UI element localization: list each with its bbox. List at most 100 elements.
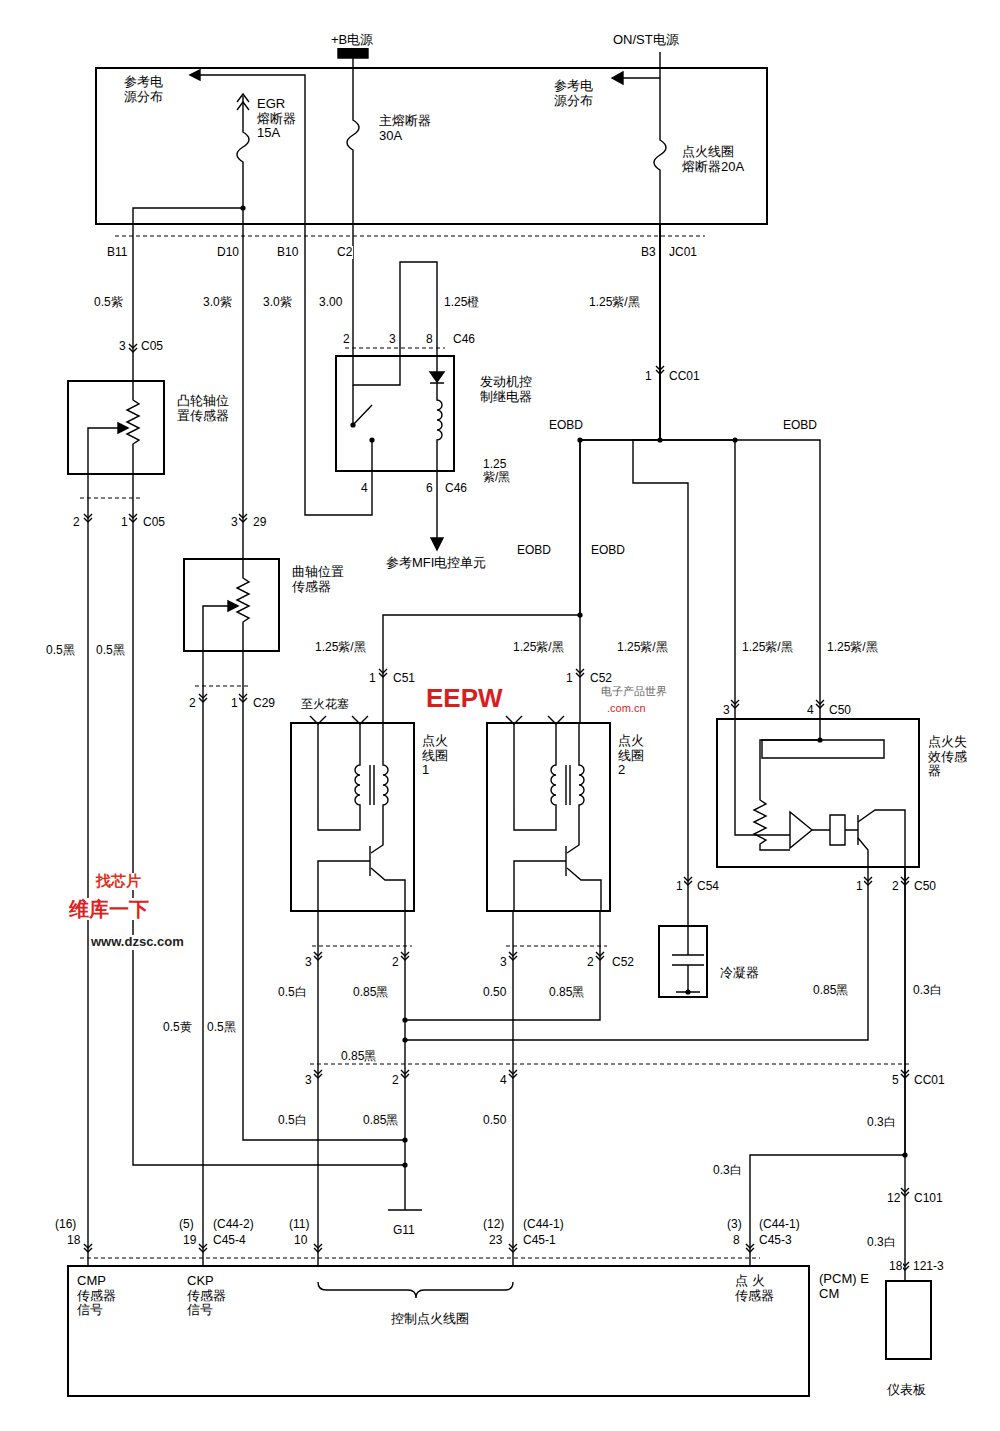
wire-spec: 1.25紫/黑: [826, 641, 879, 654]
label-holder: 8: [425, 329, 434, 347]
pin-label: 0.5白: [277, 1114, 308, 1127]
label-holder: 3: [304, 1070, 313, 1088]
text-holder: 点火线圈熔断器20A: [682, 145, 746, 175]
pin-label: CC01: [668, 370, 701, 383]
watermark: .com.cn: [606, 702, 647, 714]
wire-connector: [512, 911, 513, 1266]
wire-connector: [242, 224, 243, 559]
label-holder: G11: [392, 1220, 416, 1238]
text-holder: EGR 熔断器 15A: [257, 97, 301, 141]
connector-dash: [80, 1258, 760, 1259]
label-holder: C101: [913, 1188, 944, 1206]
label-holder: 找芯片: [95, 872, 142, 890]
label-holder: EOBD: [782, 415, 818, 433]
label-holder: 3: [499, 952, 508, 970]
text-holder: 主熔断器 30A: [379, 114, 435, 144]
label-holder: EOBD: [548, 415, 584, 433]
amplifier-symbol: [790, 812, 812, 848]
wire-spec: 1.25紫/黑: [314, 641, 367, 654]
component-label: 凸轮轴位置传感器: [177, 394, 231, 423]
component-label: 点火线圈2: [618, 734, 646, 778]
pin-label: 1.25紫/黑: [588, 296, 641, 309]
label-holder: 121-3: [912, 1256, 945, 1274]
connector-chevron: [239, 694, 247, 702]
label-holder: 3.00: [318, 292, 343, 310]
label-holder: 5: [891, 1070, 900, 1088]
wire-spec: 1.25紫/黑: [512, 641, 565, 654]
label-holder: 0.85黑: [548, 982, 585, 1000]
label-holder: +B电源: [330, 30, 374, 48]
pin-label: 1.25 紫/黑: [482, 458, 522, 485]
pin-label: 18: [888, 1260, 903, 1273]
box-text: EGR 熔断器 15A: [257, 97, 301, 141]
label-holder: 0.5白: [277, 982, 308, 1000]
wire-connector: [87, 474, 88, 1266]
pin-label: 2: [586, 956, 595, 969]
label-holder: 1.25紫/黑: [588, 292, 641, 310]
junction-dot: [402, 1017, 407, 1022]
base-wire: [318, 861, 370, 912]
wire: [400, 262, 437, 355]
box-text: 参考电源分布: [124, 75, 165, 104]
pin-label: 至火花塞: [300, 698, 350, 711]
diode-symbol: [430, 372, 444, 382]
connector-chevron: [401, 952, 409, 960]
label-holder: 23: [488, 1230, 503, 1248]
junction-dot: [685, 989, 690, 994]
text-holder: CMP 传感器 信号: [77, 1274, 118, 1318]
text-holder: CKP 传感器 信号: [187, 1274, 228, 1318]
box-text: 点 火 传感器: [735, 1274, 776, 1303]
label-holder: 29: [252, 512, 267, 530]
wire-spec: 3.00: [318, 296, 343, 309]
pin-label: (C44-1): [522, 1218, 565, 1231]
text-holder: 凸轮轴位置传感器: [177, 394, 231, 424]
pin-label: 1: [855, 880, 864, 893]
emitter-wire: [567, 868, 601, 912]
pin-label: EOBD: [516, 544, 552, 557]
label-holder: 2: [891, 876, 900, 894]
label-holder: C51: [392, 668, 416, 686]
wire-spec: 0.5紫: [93, 296, 124, 309]
label-holder: 至火花塞: [300, 694, 350, 712]
component-box: 参考电源分布EGR 熔断器 15A主熔断器 30A参考电源分布点火线圈熔断器20…: [95, 67, 768, 225]
wire-spec: 3.0紫: [202, 296, 233, 309]
label-holder: 1.25紫/黑: [826, 637, 879, 655]
label-holder: (5): [178, 1214, 195, 1232]
wire: [353, 355, 400, 385]
component-box: 点火线圈2: [486, 722, 611, 912]
ground-wire: [405, 868, 868, 1040]
pin-label: C50: [913, 880, 937, 893]
component-box: 点火线圈1: [290, 722, 415, 912]
ground-wire: [133, 475, 405, 1165]
label-holder: C52: [589, 668, 613, 686]
pin-label: 1: [565, 672, 574, 685]
wire: [436, 355, 437, 372]
label-holder: C54: [696, 876, 720, 894]
label-holder: B11: [106, 242, 128, 260]
pin-label: 1: [644, 370, 653, 383]
label-holder: B10: [276, 242, 299, 260]
label-holder: C2: [336, 242, 353, 260]
component-label: 发动机控制继电器: [480, 375, 534, 404]
label-holder: 3.0紫: [262, 292, 293, 310]
label-holder: JC01: [668, 242, 698, 260]
pin-label: C51: [392, 672, 416, 685]
pin-label: 1: [230, 697, 239, 710]
coil-core: [566, 765, 570, 805]
connector-chevron: [864, 877, 872, 885]
pin-label: 0.3白: [912, 984, 943, 997]
pin-label: 2: [188, 697, 197, 710]
wire-connector: [202, 651, 203, 1266]
wire: [371, 440, 372, 472]
connector-chevron: [596, 952, 604, 960]
component-box: 仪表板: [885, 1280, 932, 1360]
label-holder: C05: [142, 512, 166, 530]
label-holder: 4: [499, 1070, 508, 1088]
label-holder: 6: [425, 478, 434, 496]
pin-label: 1.25橙: [443, 296, 480, 309]
label-holder: 0.50: [482, 1110, 507, 1128]
label-holder: C29: [252, 693, 276, 711]
label-holder: 2: [72, 512, 81, 530]
label-holder: 4: [806, 700, 815, 718]
emitter-wire: [371, 868, 405, 912]
